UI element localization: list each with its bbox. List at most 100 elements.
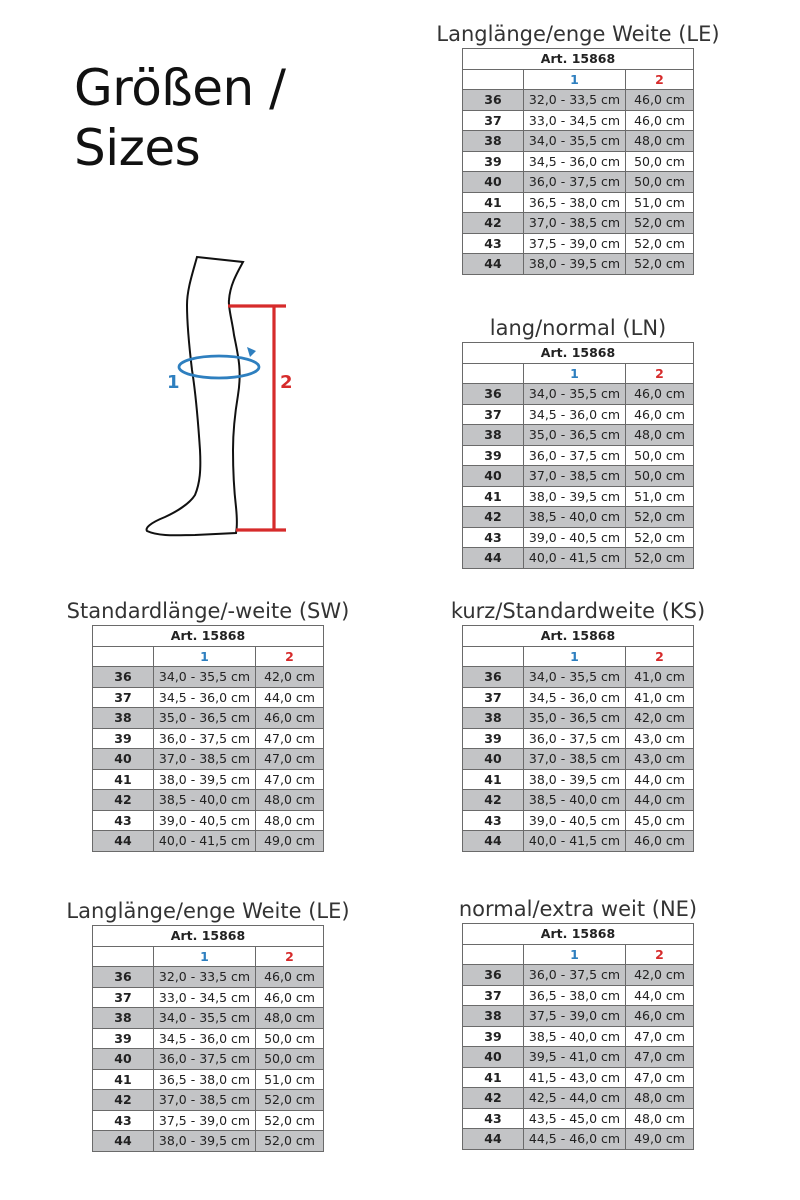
calf-circumference-cell: 38,0 - 39,5 cm xyxy=(523,768,626,790)
shaft-height-cell: 46,0 cm xyxy=(255,707,324,729)
column-header-height: 2 xyxy=(255,645,324,667)
table-title: Langlänge/enge Weite (LE) xyxy=(436,22,720,46)
shaft-height-cell: 43,0 cm xyxy=(625,748,694,770)
calf-circumference-cell: 34,5 - 36,0 cm xyxy=(523,150,626,172)
shoe-size-cell: 38 xyxy=(92,707,154,729)
column-header-height: 2 xyxy=(625,943,694,965)
calf-circumference-cell: 36,5 - 38,0 cm xyxy=(523,984,626,1006)
shaft-height-cell: 44,0 cm xyxy=(255,686,324,708)
leg-outline-icon: 1 2 xyxy=(145,255,293,537)
shaft-height-cell: 46,0 cm xyxy=(625,383,694,405)
calf-circumference-cell: 40,0 - 41,5 cm xyxy=(523,547,626,569)
shaft-height-cell: 46,0 cm xyxy=(625,830,694,852)
shoe-size-cell: 43 xyxy=(462,526,524,548)
shaft-height-cell: 50,0 cm xyxy=(625,444,694,466)
shoe-size-cell: 38 xyxy=(462,1005,524,1027)
shaft-height-cell: 42,0 cm xyxy=(255,666,324,688)
shaft-height-cell: 47,0 cm xyxy=(255,768,324,790)
shoe-size-cell: 39 xyxy=(462,1025,524,1047)
column-header-circumference: 1 xyxy=(153,945,256,967)
shaft-height-cell: 46,0 cm xyxy=(255,986,324,1008)
calf-circumference-cell: 38,5 - 40,0 cm xyxy=(523,1025,626,1047)
article-number: Art. 15868 xyxy=(462,923,694,945)
shaft-height-cell: 50,0 cm xyxy=(255,1048,324,1070)
calf-circumference-cell: 34,0 - 35,5 cm xyxy=(153,1007,256,1029)
circumference-ellipse xyxy=(177,354,261,380)
calf-circumference-cell: 37,0 - 38,5 cm xyxy=(153,1089,256,1111)
shaft-height-cell: 42,0 cm xyxy=(625,707,694,729)
shaft-height-cell: 42,0 cm xyxy=(625,964,694,986)
calf-circumference-cell: 38,0 - 39,5 cm xyxy=(523,253,626,275)
shaft-height-cell: 48,0 cm xyxy=(625,130,694,152)
column-header-height: 2 xyxy=(255,945,324,967)
shoe-size-cell: 37 xyxy=(92,686,154,708)
shaft-height-cell: 48,0 cm xyxy=(255,1007,324,1029)
calf-circumference-cell: 36,0 - 37,5 cm xyxy=(523,171,626,193)
shaft-height-cell: 52,0 cm xyxy=(255,1089,324,1111)
shaft-height-cell: 48,0 cm xyxy=(255,809,324,831)
shaft-height-cell: 44,0 cm xyxy=(625,768,694,790)
calf-circumference-cell: 34,5 - 36,0 cm xyxy=(153,686,256,708)
calf-circumference-cell: 40,0 - 41,5 cm xyxy=(523,830,626,852)
shoe-size-cell: 40 xyxy=(462,748,524,770)
calf-circumference-cell: 34,0 - 35,5 cm xyxy=(523,130,626,152)
shaft-height-cell: 44,0 cm xyxy=(625,789,694,811)
shoe-size-cell: 38 xyxy=(92,1007,154,1029)
calf-circumference-cell: 37,5 - 39,0 cm xyxy=(153,1109,256,1131)
calf-circumference-cell: 36,0 - 37,5 cm xyxy=(153,1048,256,1070)
shoe-size-cell: 43 xyxy=(462,1107,524,1129)
shoe-size-cell: 36 xyxy=(462,666,524,688)
shoe-size-cell: 41 xyxy=(462,485,524,507)
calf-circumference-cell: 35,0 - 36,5 cm xyxy=(523,707,626,729)
shoe-size-cell: 40 xyxy=(462,1046,524,1068)
page-title: Größen / Sizes xyxy=(74,58,286,178)
column-header-height: 2 xyxy=(625,68,694,90)
shaft-height-cell: 52,0 cm xyxy=(255,1109,324,1131)
shoe-size-cell: 43 xyxy=(92,809,154,831)
shaft-height-cell: 51,0 cm xyxy=(255,1068,324,1090)
calf-circumference-cell: 34,0 - 35,5 cm xyxy=(153,666,256,688)
calf-circumference-cell: 37,0 - 38,5 cm xyxy=(523,212,626,234)
blank-header-cell xyxy=(462,362,524,384)
shoe-size-cell: 38 xyxy=(462,424,524,446)
calf-circumference-cell: 39,0 - 40,5 cm xyxy=(523,526,626,548)
article-number: Art. 15868 xyxy=(462,625,694,647)
calf-circumference-cell: 36,0 - 37,5 cm xyxy=(153,727,256,749)
shaft-height-cell: 47,0 cm xyxy=(625,1046,694,1068)
shoe-size-cell: 37 xyxy=(462,686,524,708)
article-number: Art. 15868 xyxy=(92,925,324,947)
calf-circumference-cell: 36,5 - 38,0 cm xyxy=(523,191,626,213)
shoe-size-cell: 36 xyxy=(462,383,524,405)
shoe-size-cell: 44 xyxy=(462,1128,524,1150)
shaft-height-cell: 51,0 cm xyxy=(625,191,694,213)
calf-circumference-cell: 37,0 - 38,5 cm xyxy=(153,748,256,770)
blank-header-cell xyxy=(462,68,524,90)
shoe-size-cell: 36 xyxy=(462,964,524,986)
blank-header-cell xyxy=(462,943,524,965)
calf-circumference-cell: 38,0 - 39,5 cm xyxy=(153,768,256,790)
